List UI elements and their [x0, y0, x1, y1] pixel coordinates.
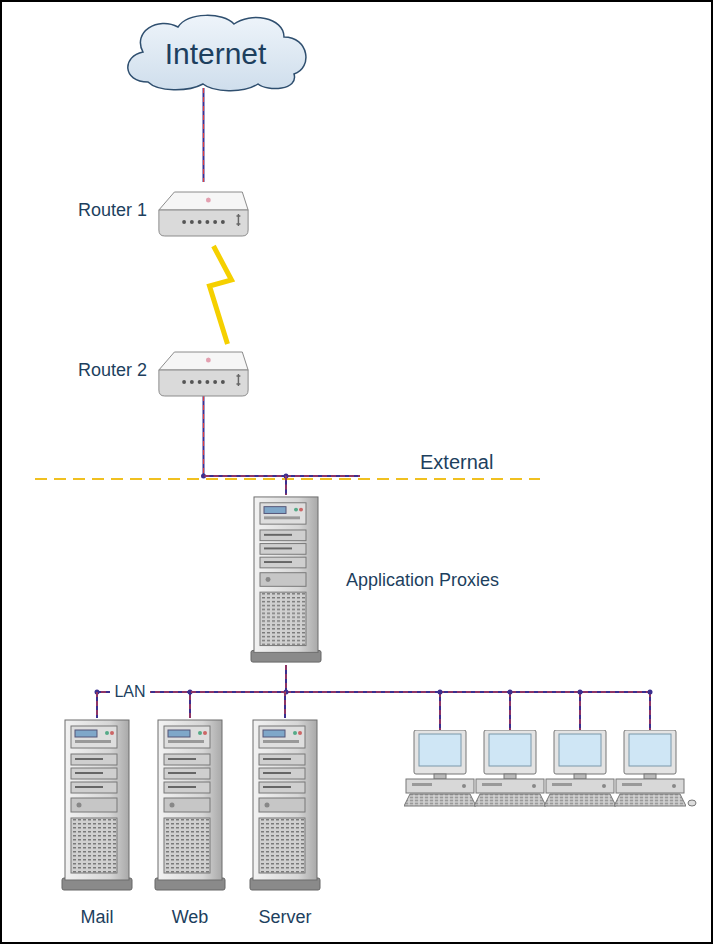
server-icon: [150, 718, 230, 893]
node-label: Router 2: [78, 360, 147, 381]
node-label: Internet: [165, 37, 267, 72]
network-link: [203, 88, 204, 182]
cable-line: [203, 88, 205, 182]
web-server: Web: [150, 718, 230, 893]
internet-cloud: Internet: [118, 12, 313, 92]
node-label: Web: [172, 907, 209, 928]
file-server: Server: [245, 718, 325, 893]
wireless-link: [210, 246, 232, 344]
lan-bus: [286, 692, 650, 732]
network-link: [97, 665, 286, 718]
cable-dash: [285, 665, 286, 718]
junction-dots: [95, 474, 653, 695]
workstations: [404, 730, 696, 806]
network-link: [190, 665, 286, 718]
server-icon: [245, 718, 325, 893]
server-symbol: [251, 497, 321, 662]
server-symbol: [250, 720, 320, 890]
cloud-icon: [118, 12, 313, 92]
node-label: Mail: [80, 907, 113, 928]
bus-extension: [286, 476, 360, 477]
boundary-line: [35, 478, 540, 480]
router-icon: [155, 340, 252, 400]
mail-server: Mail: [57, 718, 137, 893]
cable-dash: [204, 396, 287, 495]
router: Router 2: [155, 340, 252, 400]
router-symbol: [159, 352, 248, 396]
cloud-outline: [128, 15, 306, 90]
cable-line: [97, 665, 286, 718]
node-label: Server: [258, 907, 311, 928]
proxy-server: Application Proxies: [246, 495, 326, 665]
server-symbol: [62, 720, 132, 890]
network-link: [285, 665, 286, 718]
cable-line: [285, 665, 286, 718]
cable-line: [204, 396, 287, 495]
router: Router 1: [155, 180, 252, 240]
node-label: Router 1: [78, 200, 147, 221]
network-link: [204, 396, 287, 495]
cable-dash: [203, 88, 204, 182]
network-label: LAN: [110, 683, 149, 701]
node-label: Application Proxies: [346, 570, 499, 591]
router-symbol: [159, 192, 248, 236]
cable-dash: [190, 665, 286, 718]
router-icon: [155, 180, 252, 240]
cable-dash: [97, 665, 286, 718]
server-icon: [57, 718, 137, 893]
lightning-bolt: [210, 246, 232, 344]
cable-line: [190, 665, 286, 718]
server-symbol: [155, 720, 225, 890]
zone-label: External: [420, 451, 493, 474]
server-icon: [246, 495, 326, 665]
